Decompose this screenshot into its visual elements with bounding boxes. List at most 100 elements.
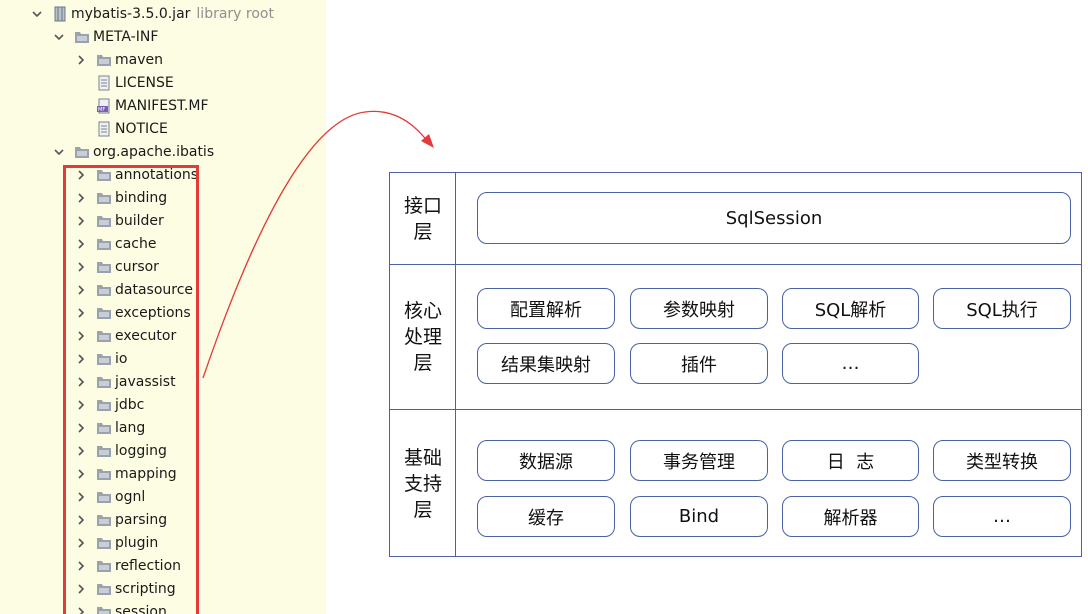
folder-icon	[96, 374, 112, 390]
chevron-right-icon[interactable]	[74, 260, 88, 274]
tree-row-package-child[interactable]: scripting	[74, 577, 176, 600]
folder-icon	[96, 420, 112, 436]
tree-row-package-child[interactable]: cursor	[74, 255, 159, 278]
folder-icon	[96, 351, 112, 367]
jar-icon	[52, 6, 68, 22]
box-config-parsing: 配置解析	[477, 288, 615, 329]
chevron-right-icon[interactable]	[74, 421, 88, 435]
tree-row-package-child[interactable]: javassist	[74, 370, 176, 393]
layer-label-column	[390, 173, 456, 556]
folder-icon	[96, 558, 112, 574]
chevron-right-icon[interactable]	[74, 283, 88, 297]
tree-row-package-child[interactable]: logging	[74, 439, 167, 462]
tree-label: maven	[115, 51, 163, 68]
tree-label: mapping	[115, 465, 177, 482]
chevron-right-icon[interactable]	[74, 237, 88, 251]
chevron-down-icon[interactable]	[52, 30, 66, 44]
box-parameter-mapping: 参数映射	[630, 288, 768, 329]
box-type-conversion: 类型转换	[933, 440, 1071, 481]
tree-label: jdbc	[115, 396, 145, 413]
tree-row-package-child[interactable]: executor	[74, 324, 176, 347]
chevron-right-icon[interactable]	[74, 467, 88, 481]
folder-icon	[96, 305, 112, 321]
tree-label: ognl	[115, 488, 146, 505]
tree-row-package-child[interactable]: lang	[74, 416, 145, 439]
box-parser: 解析器	[782, 496, 919, 537]
tree-row-package-child[interactable]: ognl	[74, 485, 145, 508]
tree-row-manifest[interactable]: MF MANIFEST.MF	[74, 94, 209, 117]
chevron-right-icon[interactable]	[74, 398, 88, 412]
folder-icon	[96, 282, 112, 298]
box-cache: 缓存	[477, 496, 615, 537]
chevron-right-icon[interactable]	[74, 214, 88, 228]
text-file-icon	[96, 121, 112, 137]
chevron-down-icon[interactable]	[52, 145, 66, 159]
tree-label: parsing	[115, 511, 168, 528]
tree-row-package-child[interactable]: binding	[74, 186, 167, 209]
tree-label: scripting	[115, 580, 176, 597]
box-sql-parsing: SQL解析	[782, 288, 919, 329]
layer-divider	[390, 264, 1081, 265]
folder-icon	[96, 512, 112, 528]
tree-row-package-child[interactable]: reflection	[74, 554, 181, 577]
tree-row-license[interactable]: LICENSE	[74, 71, 174, 94]
folder-icon	[96, 52, 112, 68]
folder-icon	[96, 397, 112, 413]
chevron-right-icon[interactable]	[74, 605, 88, 614]
tree-row-meta-inf[interactable]: META-INF	[52, 25, 158, 48]
tree-label: reflection	[115, 557, 182, 574]
chevron-right-icon[interactable]	[74, 191, 88, 205]
tree-row-package-child[interactable]: cache	[74, 232, 156, 255]
tree-row-package-child[interactable]: builder	[74, 209, 164, 232]
folder-icon	[96, 581, 112, 597]
project-tree: mybatis-3.5.0.jar library root META-INF …	[0, 0, 326, 614]
tree-row-package-child[interactable]: parsing	[74, 508, 167, 531]
chevron-right-icon[interactable]	[74, 559, 88, 573]
tree-label: MANIFEST.MF	[115, 97, 209, 114]
box-plugin: 插件	[630, 343, 768, 384]
chevron-right-icon[interactable]	[74, 536, 88, 550]
chevron-right-icon[interactable]	[74, 306, 88, 320]
tree-row-package[interactable]: org.apache.ibatis	[52, 140, 214, 163]
chevron-right-icon[interactable]	[74, 490, 88, 504]
chevron-right-icon[interactable]	[74, 375, 88, 389]
box-result-mapping: 结果集映射	[477, 343, 615, 384]
chevron-right-icon[interactable]	[74, 513, 88, 527]
tree-row-package-child[interactable]: annotations	[74, 163, 198, 186]
folder-icon	[74, 29, 90, 45]
folder-icon	[74, 144, 90, 160]
layer-label-core: 核心处理层	[403, 299, 442, 374]
chevron-right-icon[interactable]	[74, 444, 88, 458]
tree-row-package-child[interactable]: datasource	[74, 278, 193, 301]
folder-icon	[96, 604, 112, 614]
tree-label: META-INF	[93, 28, 159, 45]
tree-row-package-child[interactable]: mapping	[74, 462, 177, 485]
tree-label: NOTICE	[115, 120, 168, 137]
tree-row-package-child[interactable]: io	[74, 347, 127, 370]
tree-label: mybatis-3.5.0.jar	[71, 5, 191, 22]
folder-icon	[96, 535, 112, 551]
tree-label: datasource	[115, 281, 194, 298]
chevron-right-icon[interactable]	[74, 582, 88, 596]
tree-label: cache	[115, 235, 157, 252]
chevron-right-icon[interactable]	[74, 352, 88, 366]
chevron-right-icon[interactable]	[74, 329, 88, 343]
tree-row-package-child[interactable]: exceptions	[74, 301, 191, 324]
architecture-diagram: 接口层 SqlSession 核心处理层 配置解析 参数映射 SQL解析 SQL…	[389, 172, 1082, 557]
layer-label-foundation: 基础支持层	[403, 446, 442, 521]
tree-label: logging	[115, 442, 167, 459]
tree-row-root[interactable]: mybatis-3.5.0.jar library root	[30, 2, 274, 25]
chevron-right-icon[interactable]	[74, 168, 88, 182]
tree-row-package-child[interactable]: session	[74, 600, 167, 614]
layer-divider	[390, 409, 1081, 410]
tree-row-package-child[interactable]: jdbc	[74, 393, 144, 416]
tree-row-package-child[interactable]: plugin	[74, 531, 158, 554]
chevron-down-icon[interactable]	[30, 7, 44, 21]
tree-row-notice[interactable]: NOTICE	[74, 117, 168, 140]
tree-label: javassist	[115, 373, 176, 390]
chevron-right-icon[interactable]	[74, 53, 88, 67]
box-logging: 日 志	[782, 440, 919, 481]
tree-row-maven[interactable]: maven	[74, 48, 163, 71]
folder-icon	[96, 443, 112, 459]
folder-icon	[96, 259, 112, 275]
